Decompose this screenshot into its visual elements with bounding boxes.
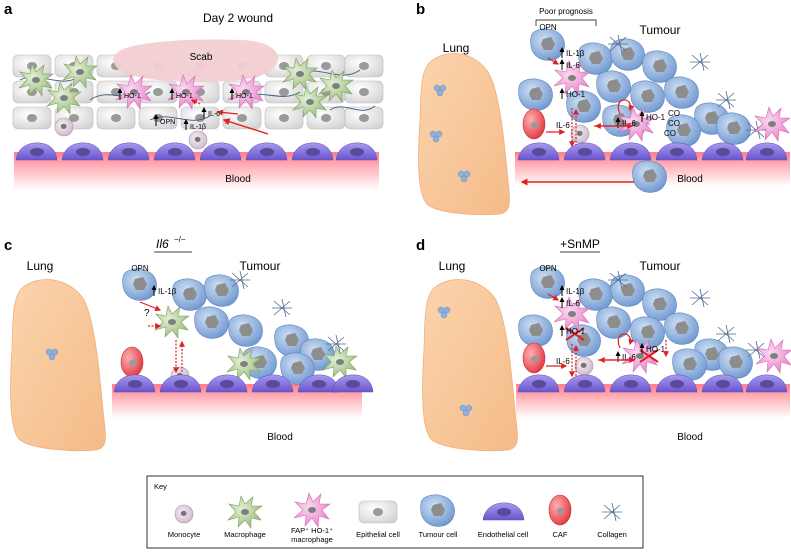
panel-c-blood-label: Blood <box>267 432 293 443</box>
key-box: Key Monocyte Macrophage FAP⁺ HO-1⁺ macro… <box>146 475 644 549</box>
il6-caf-label: IL-6 <box>556 357 570 366</box>
key-ho1-macrophage-line2: macrophage <box>291 535 333 544</box>
key-caf-icon <box>548 494 572 526</box>
key-epithelial-icon <box>358 500 398 524</box>
key-caf: CAF <box>553 530 568 539</box>
key-collagen: Collagen <box>597 530 627 539</box>
panel-a-title: Day 2 wound <box>203 11 273 25</box>
co-label: CO <box>664 129 676 138</box>
il1b-label: IL-1β <box>566 49 585 58</box>
ho1-label: HO-1 <box>646 345 666 354</box>
panel-c-lung-label: Lung <box>27 259 54 273</box>
red-arrow <box>216 109 239 116</box>
il6-caf-label: IL-6 <box>556 121 570 130</box>
lung <box>10 279 106 452</box>
monocyte <box>54 117 74 137</box>
panel-b-letter: b <box>416 1 425 18</box>
question-mark: ? <box>144 308 150 319</box>
il1b-label: IL-1β <box>190 124 206 131</box>
opn-label: OPN <box>131 264 149 273</box>
opn-label: OPN <box>539 264 557 273</box>
panel-c: c Il6 −/− Lung Tumour Blood OPN IL-1β ? <box>4 235 374 452</box>
panel-d-letter: d <box>416 237 425 254</box>
il1b-label: IL-1β <box>566 287 585 296</box>
key-title: Key <box>154 482 167 491</box>
key-tumour-icon <box>420 494 456 527</box>
co-label: CO <box>668 109 680 118</box>
panel-d-tumour-label: Tumour <box>640 259 681 273</box>
panel-b-lung-label: Lung <box>443 41 470 55</box>
ho1-label: HO-1 <box>646 113 666 122</box>
scab-label: Scab <box>190 52 213 63</box>
co-label: CO <box>668 119 680 128</box>
panel-d-lung-label: Lung <box>439 259 466 273</box>
poor-prognosis-label: Poor prognosis <box>539 7 593 16</box>
ho1-label: HO-1 <box>236 93 253 100</box>
il6-label: IL-6 <box>566 61 580 70</box>
panel-c-tumour-label: Tumour <box>240 259 281 273</box>
ho1-label: HO-1 <box>566 327 586 336</box>
il6-label: IL-6 <box>622 353 636 362</box>
lung <box>422 279 518 452</box>
panel-b-tumour-label: Tumour <box>640 23 681 37</box>
circulating-tumour-cell <box>632 160 668 193</box>
panel-c-letter: c <box>4 237 12 254</box>
panel-d-title: +SnMP <box>560 237 600 251</box>
prognosis-bracket <box>535 19 597 26</box>
key-ho1-macrophage: FAP⁺ HO-1⁺ <box>291 526 333 535</box>
key-tumour: Tumour cell <box>419 530 458 539</box>
monocyte <box>188 130 208 150</box>
panel-a: a Day 2 wound Scab HO-1 HO-1 <box>4 1 384 190</box>
panel-a-letter: a <box>4 1 13 18</box>
panel-b: b Lung Tumour Poor prognosis Blood OPN I… <box>416 1 791 216</box>
key-endothelial: Endothelial cell <box>478 530 529 539</box>
ho1-label: HO-1 <box>176 93 193 100</box>
ho1-macrophage <box>755 338 791 374</box>
scab <box>113 39 278 82</box>
il6-label: IL-6 <box>566 299 580 308</box>
caf <box>522 342 546 374</box>
panel-c-title: Il6 <box>156 237 169 251</box>
monocyte <box>570 124 590 144</box>
red-arrow-dashed <box>190 99 201 105</box>
autocrine-arrow <box>617 99 635 115</box>
caf <box>120 346 144 378</box>
macrophage <box>154 305 190 339</box>
monocyte <box>574 356 594 376</box>
caf <box>522 108 546 140</box>
il6-label: IL-6 <box>622 119 636 128</box>
key-macrophage: Macrophage <box>224 530 266 539</box>
ho1-label: HO-1 <box>124 93 141 100</box>
red-arrow <box>222 118 269 135</box>
ho1-label: HO-1 <box>566 90 586 99</box>
panel-a-blood-label: Blood <box>225 174 251 185</box>
il1b-label: IL-1β <box>158 287 177 296</box>
panel-c-title-superscript: −/− <box>174 235 186 244</box>
blood-vessel <box>516 384 790 418</box>
endothelium <box>113 374 374 393</box>
key-monocyte: Monocyte <box>168 530 201 539</box>
opn-label: OPN <box>539 23 557 32</box>
inhibition-cross <box>565 327 585 341</box>
panel-d: d +SnMP Lung Tumour Blood OPN IL-1β IL-6… <box>416 237 791 452</box>
opn-label: OPN <box>160 119 175 126</box>
inhibition-cross <box>639 349 659 363</box>
panel-b-blood-label: Blood <box>677 174 703 185</box>
key-epithelial: Epithelial cell <box>356 530 400 539</box>
panel-d-blood-label: Blood <box>677 432 703 443</box>
key-monocyte-icon <box>174 504 194 524</box>
il6-label: IL-6 <box>208 111 220 118</box>
